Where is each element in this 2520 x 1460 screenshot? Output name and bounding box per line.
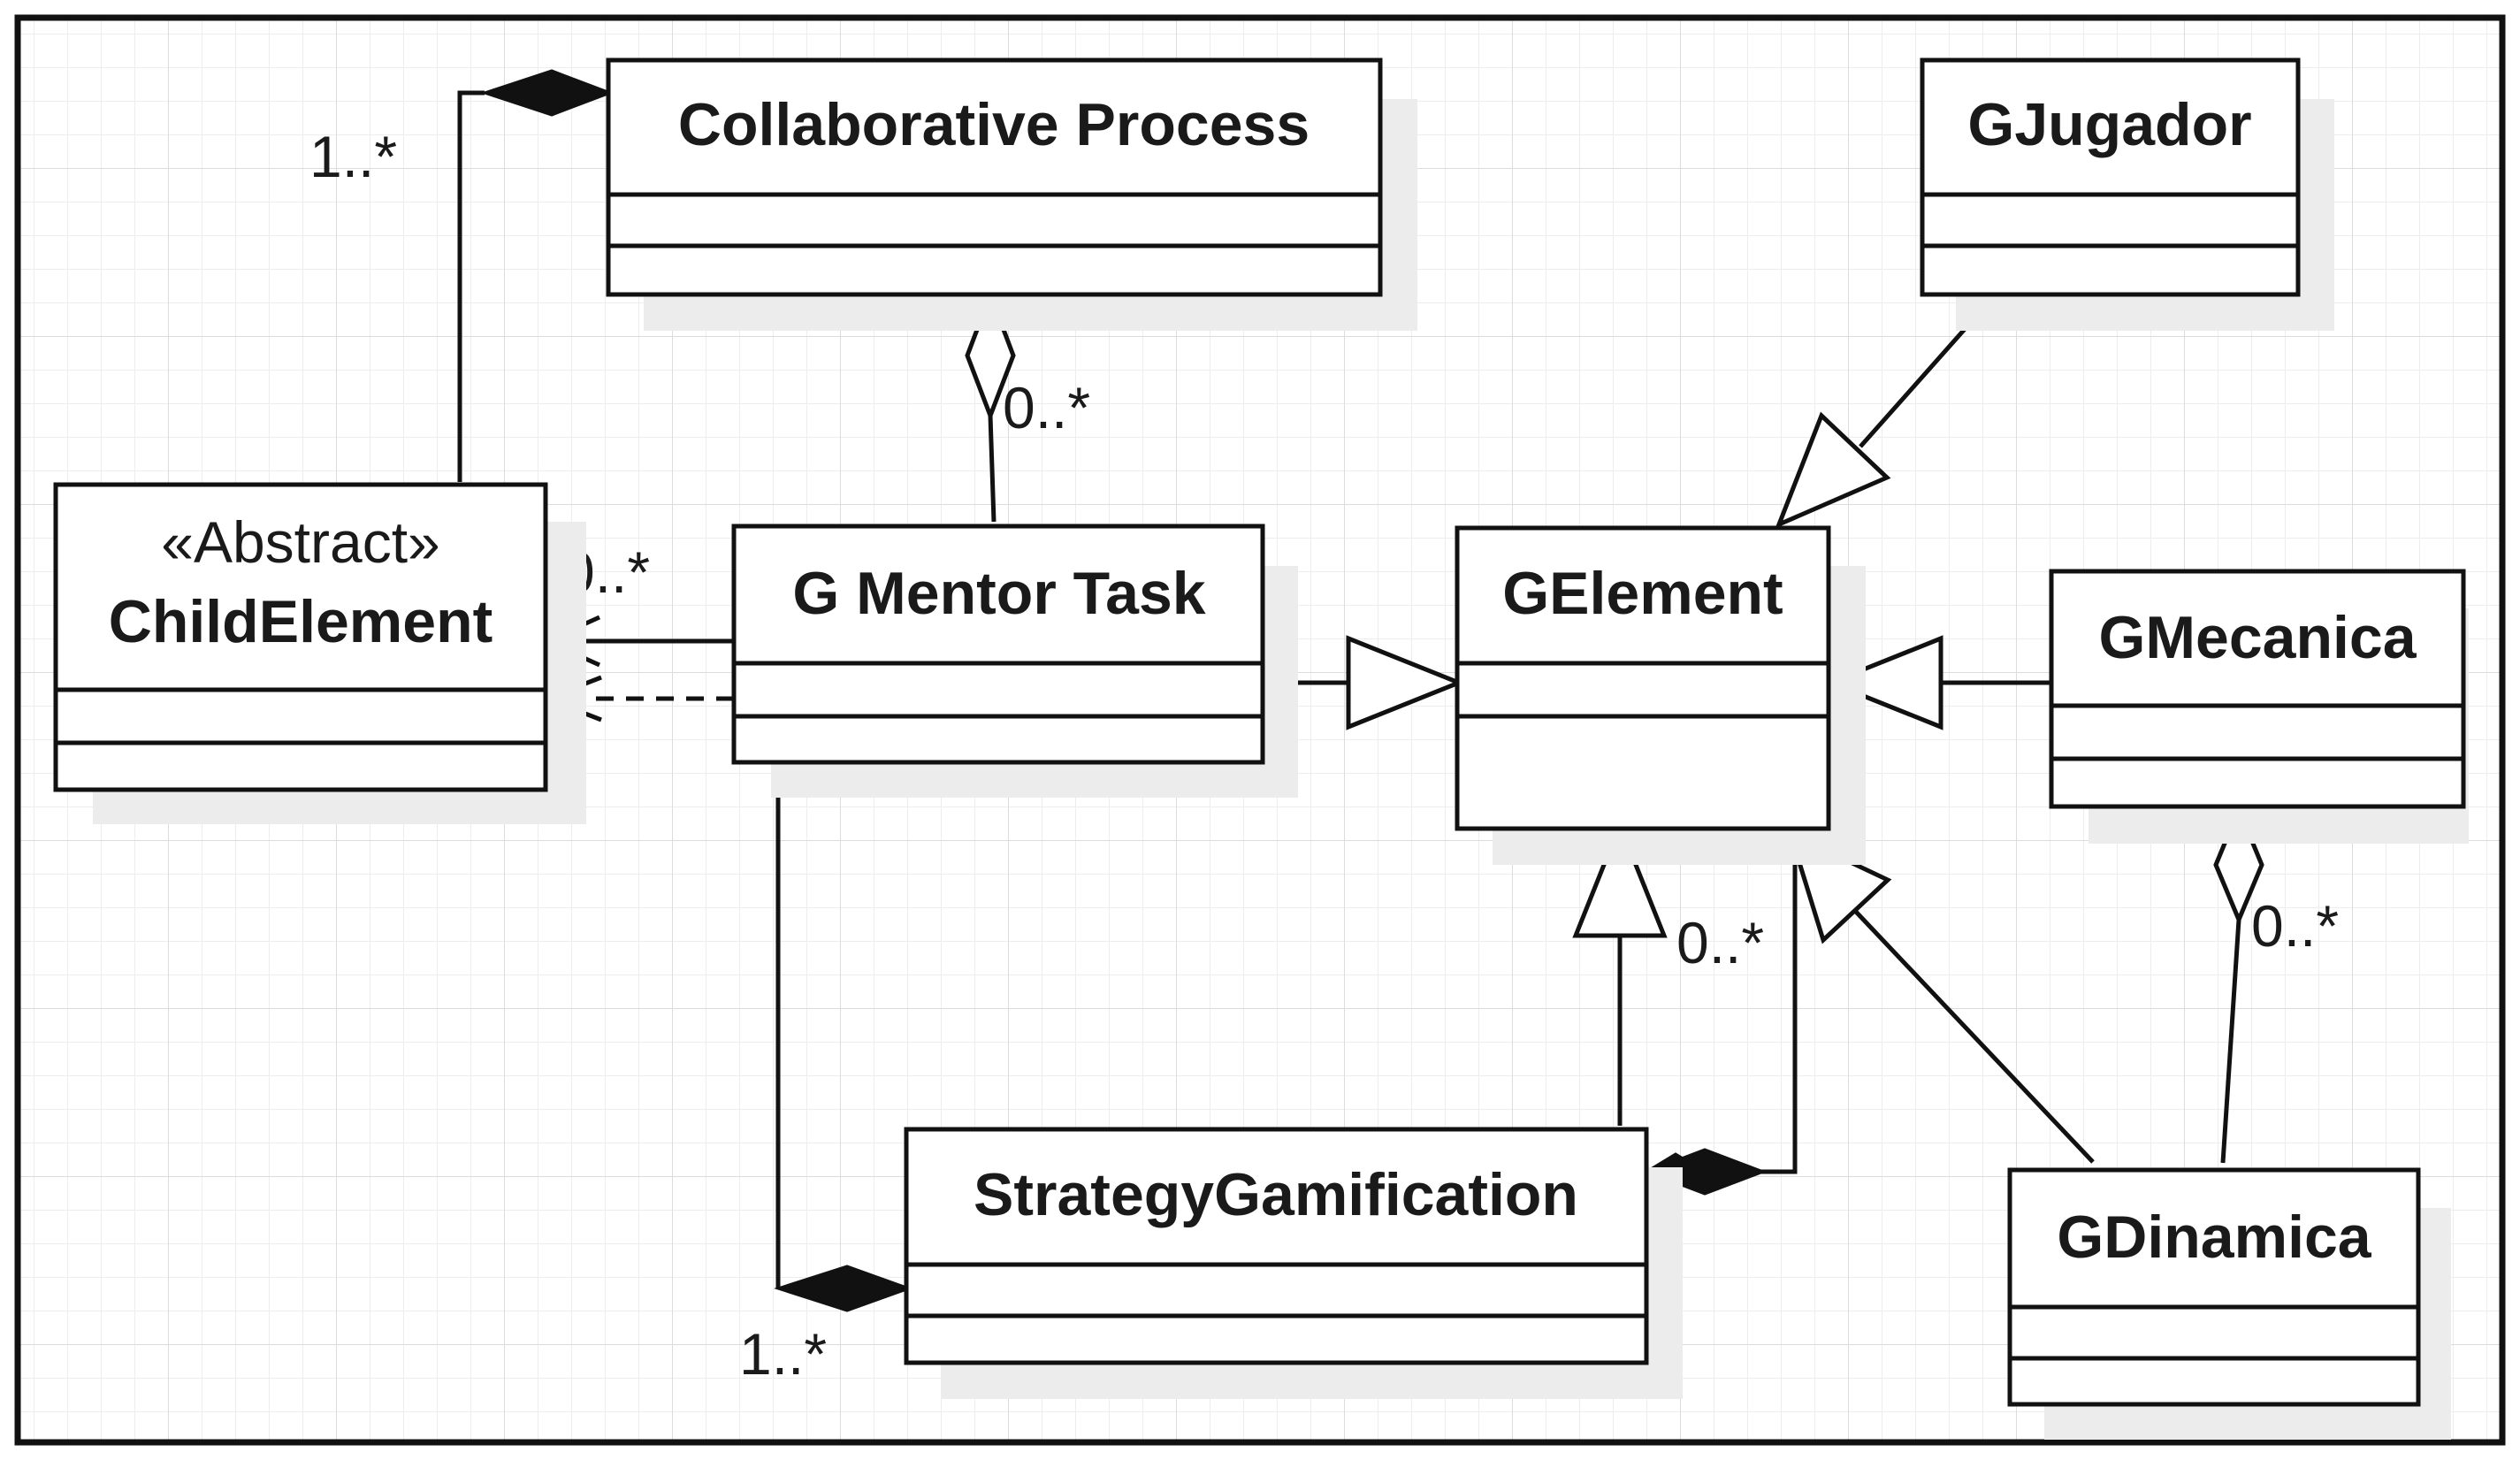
generalization-triangle — [1824, 635, 1943, 730]
class-gelement[interactable]: GElement — [1455, 525, 1866, 865]
edge-mentor-collab-aggregation — [965, 287, 1016, 523]
class-collaborative-process[interactable]: Collaborative Process — [606, 57, 1417, 331]
aggregation-diamond — [965, 287, 1016, 423]
multiplicity-mentor-collab: 0..* — [1003, 375, 1090, 440]
edge-mecanica-gelement-generalization — [1824, 635, 2050, 730]
class-name: ChildElement — [109, 588, 493, 655]
aggregation-diamond — [2213, 803, 2264, 926]
multiplicity-mentor-strategy: 1..* — [739, 1321, 827, 1387]
class-name: GDinamica — [2057, 1204, 2371, 1271]
edge-dinamica-mecanica-aggregation — [2213, 803, 2264, 1164]
class-gdinamica[interactable]: GDinamica — [2007, 1167, 2451, 1440]
class-gmecanica[interactable]: GMecanica — [2049, 569, 2469, 844]
class-name: G Mentor Task — [792, 560, 1205, 627]
multiplicity-dinamica-mecanica: 0..* — [2251, 893, 2339, 959]
class-name: StrategyGamification — [974, 1161, 1578, 1228]
multiplicity-strategy-gelement: 0..* — [1676, 910, 1764, 975]
class-strategy-gamification[interactable]: StrategyGamification — [904, 1127, 1683, 1399]
edge-strategy-gelement-generalization — [1572, 819, 1668, 1126]
multiplicity-child-collab: 1..* — [309, 124, 397, 189]
class-gjugador[interactable]: GJugador — [1920, 57, 2334, 331]
class-name: GMecanica — [2098, 604, 2417, 671]
generalization-triangle — [1572, 819, 1668, 938]
class-g-mentor-task[interactable]: G Mentor Task — [731, 524, 1298, 798]
class-stereotype: «Abstract» — [161, 509, 440, 575]
generalization-triangle — [1775, 411, 1891, 529]
class-name: Collaborative Process — [678, 91, 1310, 158]
class-name: GJugador — [1967, 91, 2251, 158]
generalization-triangle — [1346, 635, 1465, 730]
class-name: GElement — [1502, 560, 1783, 627]
diagram-frame — [14, 14, 2506, 1446]
class-child-element[interactable]: «Abstract» ChildElement — [53, 482, 586, 824]
